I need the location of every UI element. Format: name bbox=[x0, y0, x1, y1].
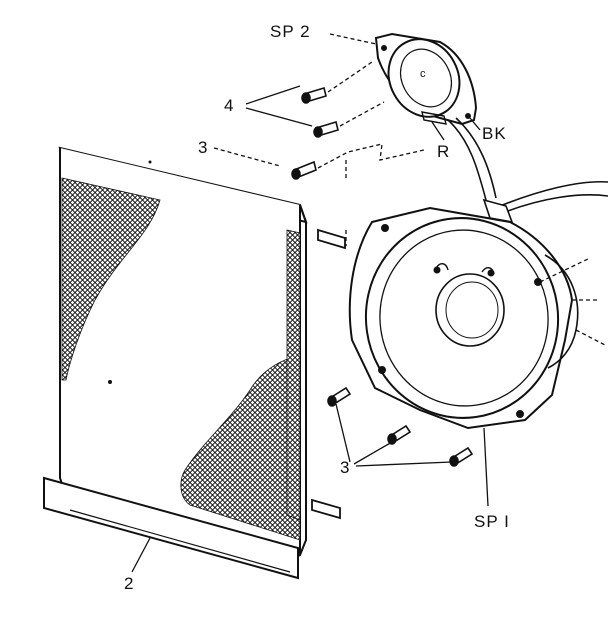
label-bk: BK bbox=[482, 124, 507, 143]
screw-4b bbox=[313, 120, 339, 138]
label-screw-4: 4 bbox=[224, 96, 235, 115]
label-c: c bbox=[420, 68, 426, 80]
label-screw-3-top: 3 bbox=[198, 138, 209, 157]
label-r: R bbox=[437, 142, 451, 161]
leader-lines bbox=[131, 33, 606, 573]
screw-3c bbox=[449, 446, 474, 467]
tweeter-sp2 bbox=[374, 32, 478, 126]
woofer-sp1 bbox=[348, 206, 579, 430]
label-sp1: SP I bbox=[474, 512, 510, 531]
label-sp2: SP 2 bbox=[270, 22, 311, 41]
grille-tabs bbox=[311, 228, 346, 520]
grille-mesh bbox=[61, 177, 301, 541]
grille-dot bbox=[148, 160, 152, 164]
screws bbox=[291, 86, 474, 467]
screw-3b bbox=[387, 424, 412, 445]
grille-dot bbox=[108, 380, 112, 384]
label-screw-3-bottom: 3 bbox=[340, 458, 351, 477]
screw-4a bbox=[301, 86, 327, 104]
screw-3-top bbox=[291, 160, 317, 180]
label-grille-2: 2 bbox=[124, 574, 135, 593]
tweeter-wires bbox=[447, 117, 608, 224]
screw-3a bbox=[327, 386, 352, 407]
